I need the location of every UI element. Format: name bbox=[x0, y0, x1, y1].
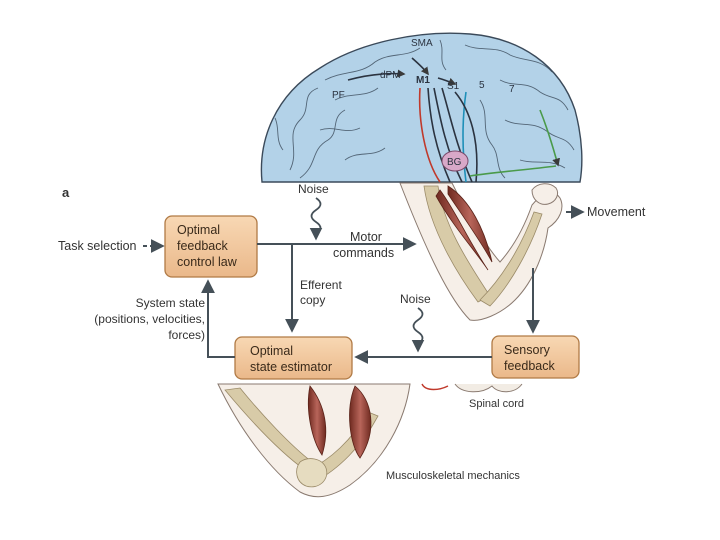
noise-top-squiggle bbox=[309, 197, 323, 241]
control-law-line-2: feedback bbox=[177, 239, 228, 253]
panel-letter: a bbox=[62, 185, 70, 200]
arm-top-muscle-b bbox=[447, 185, 493, 263]
task-selection-label: Task selection bbox=[58, 239, 137, 253]
arm-bottom-illustration bbox=[217, 383, 411, 498]
estimator-line-1: Optimal bbox=[250, 344, 293, 358]
arm-top-forearm-bone bbox=[479, 211, 543, 307]
state-estimator-box: Optimal state estimator bbox=[234, 336, 353, 380]
musculoskeletal-label: Musculoskeletal mechanics bbox=[386, 470, 520, 482]
brain-outline bbox=[260, 32, 583, 183]
estimator-to-control-arrow bbox=[201, 279, 235, 358]
system-state-line-2: (positions, velocities, bbox=[94, 312, 205, 326]
brain-illustration: SMA dPM M1 S1 PF 5 7 BG bbox=[260, 32, 583, 183]
noise-mid-label: Noise bbox=[400, 292, 431, 306]
brain-label-s1: S1 bbox=[447, 81, 460, 92]
brain-label-7: 7 bbox=[509, 84, 515, 95]
spinal-cord-illustration bbox=[421, 383, 523, 393]
arm-top-fist bbox=[531, 183, 559, 205]
system-state-line-3: forces) bbox=[168, 328, 205, 342]
noise-mid-squiggle bbox=[411, 307, 425, 353]
sensory-feedback-box: Sensory feedback bbox=[491, 335, 580, 379]
control-law-line-1: Optimal bbox=[177, 223, 220, 237]
sensory-line-1: Sensory bbox=[504, 343, 551, 357]
brain-label-dpm: dPM bbox=[380, 70, 401, 81]
arm-top-muscle-a bbox=[435, 189, 489, 271]
brain-label-5: 5 bbox=[479, 80, 485, 91]
movement-label: Movement bbox=[587, 205, 646, 219]
brain-pathways bbox=[347, 57, 560, 183]
control-law-line-3: control law bbox=[177, 255, 238, 269]
arm-bottom-joint bbox=[296, 458, 328, 488]
motor-commands-line-2: commands bbox=[333, 246, 394, 260]
arm-bottom-muscle-a bbox=[307, 385, 327, 456]
efferent-copy-line-2: copy bbox=[300, 293, 325, 307]
sensory-line-2: feedback bbox=[504, 359, 555, 373]
brain-label-sma: SMA bbox=[411, 38, 433, 49]
brain-label-pf: PF bbox=[332, 90, 345, 101]
spinal-cord-label: Spinal cord bbox=[469, 398, 524, 410]
efferent-copy-line-1: Efferent bbox=[300, 278, 342, 292]
bg-node bbox=[441, 150, 469, 172]
arm-top-illustration bbox=[399, 182, 563, 321]
noise-top-label: Noise bbox=[298, 182, 329, 196]
system-state-line-1: System state bbox=[136, 296, 206, 310]
brain-label-bg: BG bbox=[447, 157, 462, 168]
arm-bottom-muscle-b bbox=[349, 385, 372, 459]
motor-commands-line-1: Motor bbox=[350, 230, 382, 244]
brain-label-m1: M1 bbox=[416, 75, 430, 86]
estimator-line-2: state estimator bbox=[250, 360, 332, 374]
control-law-box: Optimal feedback control law bbox=[164, 215, 258, 278]
